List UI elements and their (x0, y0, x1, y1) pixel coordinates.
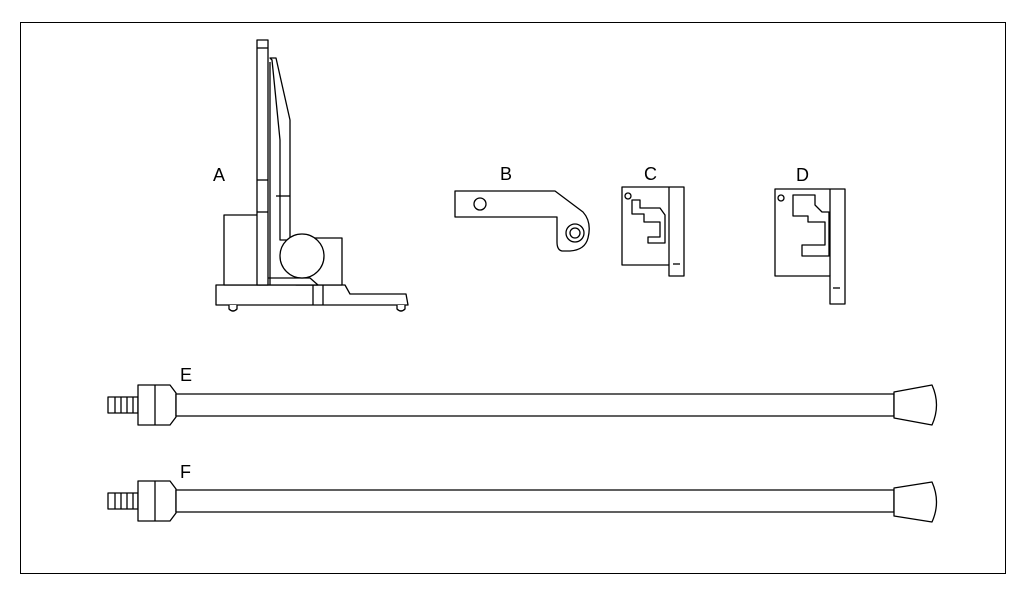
part-f-rod (107, 480, 938, 523)
part-c-clamp (621, 186, 685, 277)
label-f: F (180, 462, 191, 482)
part-a-stand (215, 39, 409, 312)
part-d-clamp (774, 188, 846, 305)
label-e: E (180, 365, 193, 385)
label-c: C (644, 164, 657, 184)
label-b: B (500, 164, 513, 184)
part-b-bracket (454, 190, 590, 252)
label-d: D (796, 165, 809, 185)
part-e-rod (107, 384, 938, 426)
label-a: A (213, 165, 226, 185)
diagram-frame (20, 22, 1006, 574)
